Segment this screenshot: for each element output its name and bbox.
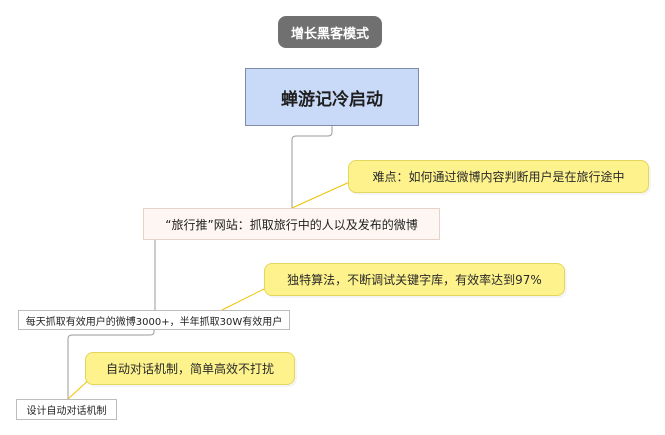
root-topic-label: 增长黑客模式 (290, 26, 369, 42)
connector-main-to-topic-1 (291, 126, 333, 208)
note-auto-dialog-label: 自动对话机制，简单高效不打扰 (105, 362, 274, 376)
note-2-pointer (221, 284, 273, 311)
topic-daily-capture-label: 每天抓取有效用户的微博3000+，半年抓取30W有效用户 (25, 316, 283, 328)
main-topic-label: 蝉游记冷启动 (281, 89, 383, 110)
note-difficulty-label: 难点：如何通过微博内容判断用户是在旅行途中 (372, 170, 625, 184)
note-algorithm-label: 独特算法，不断调试关键字库，有效率达到97% (287, 273, 542, 287)
topic-travel-push-site-label: “旅行推”网站：抓取旅行中的人以及发布的微博 (165, 217, 418, 232)
note-auto-dialog[interactable]: 自动对话机制，简单高效不打扰 (85, 352, 295, 385)
main-topic[interactable]: 蝉游记冷启动 (245, 68, 419, 126)
root-topic[interactable]: 增长黑客模式 (278, 16, 382, 48)
topic-travel-push-site[interactable]: “旅行推”网站：抓取旅行中的人以及发布的微博 (143, 208, 440, 240)
note-difficulty[interactable]: 难点：如何通过微博内容判断用户是在旅行途中 (348, 160, 649, 193)
note-1-pointer (291, 179, 355, 209)
topic-daily-capture[interactable]: 每天抓取有效用户的微博3000+，半年抓取30W有效用户 (18, 310, 290, 330)
connector-topic-2-to-topic-3 (67, 330, 155, 399)
topic-auto-dialog-design[interactable]: 设计自动对话机制 (16, 399, 117, 420)
topic-auto-dialog-design-label: 设计自动对话机制 (26, 406, 107, 417)
note-algorithm[interactable]: 独特算法，不断调试关键字库，有效率达到97% (264, 263, 565, 296)
